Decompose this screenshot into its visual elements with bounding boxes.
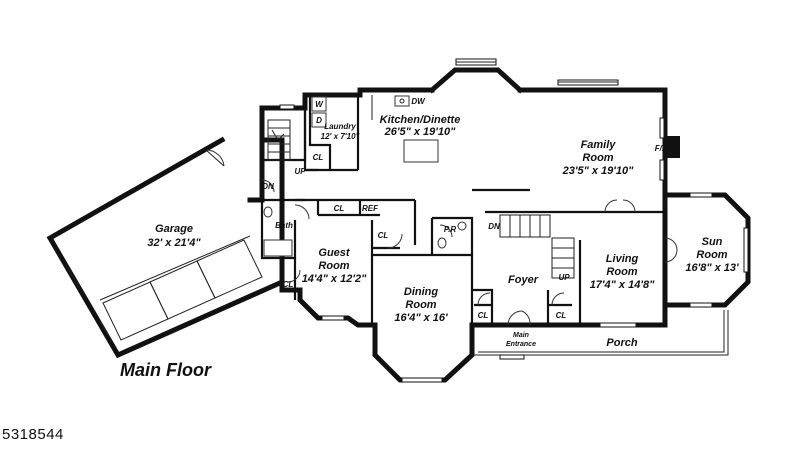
garage-dims: 32' x 21'4" xyxy=(147,237,201,249)
garage-doors xyxy=(99,235,263,341)
sun-name-2: Room xyxy=(696,249,727,261)
dining-name-2: Room xyxy=(405,299,436,311)
garage-name: Garage xyxy=(155,223,193,235)
laundry-dims: 12' x 7'10" xyxy=(321,132,360,141)
porch-name: Porch xyxy=(606,337,637,349)
closet-label-foyer-left: CL xyxy=(478,311,489,320)
stairs xyxy=(267,119,575,279)
main-entrance-1: Main xyxy=(513,332,529,339)
windows xyxy=(279,58,749,383)
sun-name-1: Sun xyxy=(702,236,723,248)
family-name-2: Room xyxy=(582,152,613,164)
washer-label: W xyxy=(315,100,324,109)
room-labels: Kitchen/Dinette 26'5" x 19'10" Family Ro… xyxy=(147,114,739,349)
fireplace-icon xyxy=(666,136,680,158)
pr-label: P.R xyxy=(444,225,457,234)
kitchen-island xyxy=(403,139,439,163)
listing-id: 5318544 xyxy=(2,426,64,443)
closet-label-laundry: CL xyxy=(313,153,324,162)
guest-dims: 14'4" x 12'2" xyxy=(302,273,367,285)
plan-title: Main Floor xyxy=(120,360,212,380)
garage-window xyxy=(67,267,81,290)
kitchen-name: Kitchen/Dinette xyxy=(380,114,461,126)
bath-label: Bath xyxy=(275,221,293,230)
family-dims: 23'5" x 19'10" xyxy=(562,165,635,177)
foyer-dn-label: DN xyxy=(488,222,500,231)
laundry-name: Laundry xyxy=(324,122,356,131)
stairs-up-label: UP xyxy=(294,167,306,176)
guest-name-2: Room xyxy=(318,260,349,272)
kitchen-sink xyxy=(394,95,410,107)
foyer-up-label: UP xyxy=(558,273,570,282)
doors xyxy=(261,179,678,326)
living-dims: 17'4" x 14'8" xyxy=(590,279,655,291)
fp-label: F/P xyxy=(655,144,668,153)
dw-label: DW xyxy=(411,97,426,106)
foyer-name: Foyer xyxy=(508,274,539,286)
living-name-2: Room xyxy=(606,266,637,278)
closet-label-garage: CL xyxy=(283,280,294,289)
closet-label-foyer-right: CL xyxy=(556,311,567,320)
sun-dims: 16'8" x 13' xyxy=(685,262,739,274)
interior-walls xyxy=(260,95,667,325)
living-name-1: Living xyxy=(606,253,639,265)
stairs-dn-label: DN xyxy=(262,182,274,191)
main-entrance-2: Entrance xyxy=(506,341,536,348)
fixture-labels: Bath P.R REF DW F/P W D CL CL CL CL CL C… xyxy=(262,97,668,320)
fixtures xyxy=(263,95,680,257)
closet-label-dining: CL xyxy=(378,231,389,240)
guest-name-1: Guest xyxy=(318,247,351,259)
dining-dims: 16'4" x 16' xyxy=(394,312,448,324)
closet-label-guest: CL xyxy=(334,204,345,213)
garage-walls xyxy=(46,136,285,359)
porch-outline xyxy=(472,310,729,356)
dining-name-1: Dining xyxy=(404,286,438,298)
family-name-1: Family xyxy=(581,139,617,151)
dryer-label: D xyxy=(316,116,322,125)
bathtub xyxy=(263,239,293,257)
ref-label: REF xyxy=(362,204,379,213)
kitchen-dims: 26'5" x 19'10" xyxy=(384,126,457,138)
